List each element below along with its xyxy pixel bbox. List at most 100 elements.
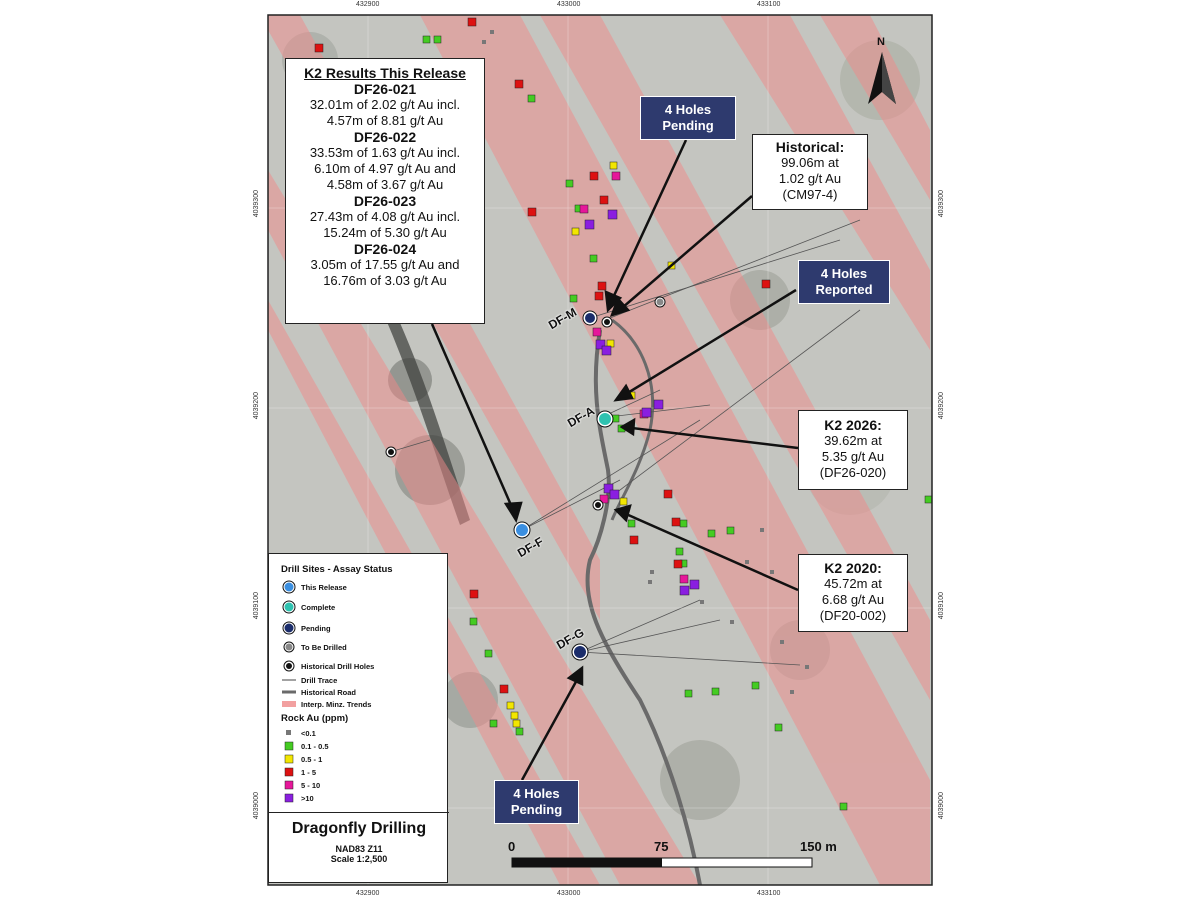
grid-label-bottom-1: 432900	[356, 890, 380, 897]
legend-label: 5 - 10	[301, 780, 321, 790]
legend-rock-1: <0.1	[281, 726, 316, 740]
callout-line: (DF26-020)	[819, 465, 887, 480]
legend-item-to-be-drilled: To Be Drilled	[281, 640, 347, 654]
hole-result-line: 4.58m of 3.67 g/t Au	[326, 177, 444, 192]
results-title: K2 Results This Release	[304, 65, 466, 81]
drill-site-dfg-pending	[571, 643, 589, 661]
legend-item-drill-trace: Drill Trace	[281, 673, 337, 687]
to-be-drilled-icon	[283, 641, 295, 653]
legend-label: Pending	[301, 623, 331, 633]
grid-label-top-3: 433100	[757, 1, 781, 8]
north-arrow-icon	[868, 52, 896, 104]
callout-line: 1.02 g/t Au	[778, 171, 842, 186]
hole-result-line: 4.57m of 8.81 g/t Au	[326, 113, 444, 128]
hole-result-line: 32.01m of 2.02 g/t Au incl.	[309, 97, 461, 112]
rock-legend-title: Rock Au (ppm)	[281, 713, 349, 724]
legend-label: Historical Drill Holes	[301, 661, 375, 671]
historical-hole-west	[385, 446, 397, 458]
historical-road	[585, 329, 702, 885]
rock-samples-1-5	[314, 17, 771, 694]
rock-square-icon	[284, 741, 294, 751]
scale-label-0: 0	[508, 839, 516, 854]
legend-item-pending: Pending	[281, 621, 331, 635]
callout-reported: 4 Holes Reported	[798, 260, 890, 304]
drill-trace-icon	[282, 679, 296, 681]
legend-rock-4: 1 - 5	[281, 765, 316, 779]
callout-title: K2 2026:	[824, 417, 882, 433]
callout-line: (CM97-4)	[782, 187, 838, 202]
drill-traces	[389, 219, 861, 666]
hole-result-line: 27.43m of 4.08 g/t Au incl.	[309, 209, 461, 224]
legend-label: 0.5 - 1	[301, 754, 323, 764]
callout-title: K2 2020:	[824, 560, 882, 576]
callout-line: Reported	[815, 282, 873, 297]
hole-id: DF26-021	[353, 81, 417, 97]
legend-label: This Release	[301, 582, 347, 592]
historical-hole-icon	[283, 660, 295, 672]
callout-line: 4 Holes	[820, 266, 868, 281]
legend-item-historical: Historical Drill Holes	[281, 659, 374, 673]
scale-bar	[511, 857, 813, 868]
hole-result-line: 6.10m of 4.97 g/t Au and	[314, 161, 456, 176]
legend-rock-6: >10	[281, 791, 314, 805]
rock-square-icon	[284, 767, 294, 777]
legend-item-road: Historical Road	[281, 685, 356, 699]
callout-title: Historical:	[775, 139, 845, 155]
grid-label-bottom-3: 433100	[757, 890, 781, 897]
pending-icon	[282, 621, 296, 635]
callout-k2-2020: K2 2020: 45.72m at 6.68 g/t Au (DF20-002…	[798, 554, 908, 632]
callout-line: 99.06m at	[781, 155, 839, 170]
rock-square-icon	[284, 780, 294, 790]
callout-k2-2026: K2 2026: 39.62m at 5.35 g/t Au (DF26-020…	[798, 410, 908, 490]
legend-label: Historical Road	[301, 687, 357, 697]
map-datum: NAD83 Z11	[335, 844, 383, 854]
hole-result-line: 33.53m of 1.63 g/t Au incl.	[309, 145, 461, 160]
callout-arrows	[430, 139, 799, 781]
callout-line: 39.62m at	[824, 433, 882, 448]
legend-label: Interp. Minz. Trends	[301, 699, 372, 709]
callout-line: 4 Holes	[513, 786, 560, 801]
complete-icon	[282, 600, 296, 614]
legend-rock-5: 5 - 10	[281, 778, 320, 792]
callout-historical: Historical: 99.06m at 1.02 g/t Au (CM97-…	[752, 134, 868, 210]
rock-samples-0.1-0.5	[422, 35, 932, 811]
grid-label-top-2: 433000	[557, 1, 581, 8]
rock-samples-gt10	[584, 209, 700, 596]
rock-square-icon	[286, 730, 291, 735]
callout-pending-top: 4 Holes Pending	[640, 96, 736, 140]
hole-id: DF26-023	[353, 193, 417, 209]
grid-label-top-1: 432900	[356, 1, 380, 8]
rock-square-icon	[284, 754, 294, 764]
drill-site-dfa-complete	[596, 410, 614, 428]
hole-result-line: 16.76m of 3.03 g/t Au	[323, 273, 447, 288]
historical-hole-cm97-4	[601, 316, 613, 328]
grid-label-bottom-2: 433000	[557, 890, 581, 897]
legend-item-this-release: This Release	[281, 580, 347, 594]
hole-result-line: 3.05m of 17.55 g/t Au and	[310, 257, 460, 272]
hole-result-line: 15.24m of 5.30 g/t Au	[323, 225, 447, 240]
road-icon	[282, 690, 296, 694]
legend-label: To Be Drilled	[301, 642, 347, 652]
legend-label: >10	[301, 793, 314, 803]
hole-id: DF26-022	[353, 129, 417, 145]
callout-line: Pending	[510, 802, 563, 817]
legend-label: <0.1	[301, 728, 316, 738]
rock-samples-low	[482, 30, 809, 694]
map-frame	[267, 14, 933, 886]
north-label: N	[877, 36, 885, 48]
title-block: Dragonfly Drilling NAD83 Z11 Scale 1:2,5…	[269, 820, 449, 864]
callout-pending-bottom: 4 Holes Pending	[494, 780, 579, 824]
legend-rock-3: 0.5 - 1	[281, 752, 322, 766]
legend-title: Drill Sites - Assay Status	[281, 564, 393, 575]
historical-hole-df20-002	[592, 499, 604, 511]
legend-item-complete: Complete	[281, 600, 335, 614]
results-box: K2 Results This Release DF26-021 32.01m …	[285, 58, 485, 324]
dark-ridge	[372, 280, 470, 525]
callout-line: 4 Holes	[664, 102, 712, 117]
legend: Drill Sites - Assay Status This Release …	[268, 553, 449, 883]
legend-label: 1 - 5	[301, 767, 317, 777]
callout-line: 6.68 g/t Au	[821, 592, 885, 607]
legend-label: Drill Trace	[301, 675, 338, 685]
callout-line: 5.35 g/t Au	[821, 449, 885, 464]
